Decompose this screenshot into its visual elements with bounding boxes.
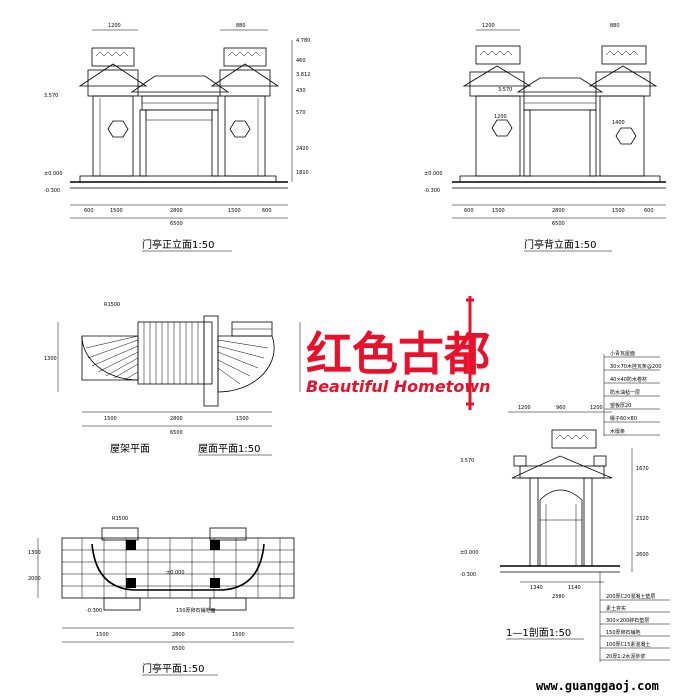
back-label-2: 1200 xyxy=(494,114,507,120)
front-level-top: 4.780 xyxy=(296,38,310,44)
section-bottom-dim-3: 2380 xyxy=(552,594,565,600)
front-dim-5: 600 xyxy=(262,208,272,214)
note-bottom-5: 100厚C15素混凝土 xyxy=(606,641,650,648)
roof-dim-1: 1500 xyxy=(104,416,117,422)
note-top-3: 40×40防水卷材 xyxy=(610,376,647,383)
back-dim-4: 1500 xyxy=(612,208,625,214)
front-elevation-title: 门亭正立面1:50 xyxy=(142,238,214,251)
note-bottom-4: 150厚卵石铺地 xyxy=(606,629,641,636)
note-top-4: 防水油毡一层 xyxy=(610,389,640,396)
roof-left-dim: 1300 xyxy=(44,356,57,362)
front-elevation-dimensions: 600 1500 2800 1500 600 6500 1200 880 4.7… xyxy=(44,23,310,252)
front-dim-3: 2800 xyxy=(170,208,183,214)
roof-total: 6500 xyxy=(170,430,183,436)
section-right-dim-3: 2600 xyxy=(636,552,649,558)
note-top-2: 30×70木挂瓦条@200 xyxy=(610,363,661,370)
section-top-dim-1: 1200 xyxy=(518,405,531,411)
note-bottom-3: 300×200碎石垫层 xyxy=(606,617,649,624)
back-top-dim-2: 880 xyxy=(610,23,620,29)
front-dim-2: 1500 xyxy=(110,208,123,214)
back-elevation-dimensions: 1200 880 3.570 1200 1400 ±0.000 -0.300 6… xyxy=(424,23,666,252)
section-level-zero: ±0.000 xyxy=(460,550,479,556)
floor-paving-note: 150厚卵石铺地面 xyxy=(176,607,216,614)
floor-plan xyxy=(61,527,295,611)
watermark: 红色古都 Beautiful Hometown xyxy=(306,296,491,410)
front-elevation xyxy=(70,47,288,189)
floor-plan-dimensions: R1500 ±0.000 150厚卵石铺地面 -0.300 1300 2000 … xyxy=(28,516,294,676)
back-elevation-title: 门亭背立面1:50 xyxy=(524,238,596,251)
front-right-dim-1: 460 xyxy=(296,58,306,64)
roof-plan-radius: R1500 xyxy=(104,302,120,308)
front-right-dim-5: 1810 xyxy=(296,170,309,176)
back-total: 6500 xyxy=(552,221,565,227)
back-dim-3: 2800 xyxy=(552,208,565,214)
roof-frame-title: 屋架平面 xyxy=(110,443,150,455)
back-level-zero: ±0.000 xyxy=(424,171,443,177)
section-bottom-dim-2: 1140 xyxy=(568,585,581,591)
front-level-left: 3.570 xyxy=(44,93,58,99)
back-elevation xyxy=(452,45,666,189)
watermark-flourish xyxy=(466,296,474,410)
front-top-dim-2: 880 xyxy=(236,23,246,29)
front-level-zero: ±0.000 xyxy=(44,171,63,177)
section-top-notes: 小青瓦屋面 30×70木挂瓦条@200 40×40防水卷材 防水油毡一层 望板厚… xyxy=(604,350,661,436)
site-url: www.guanggaoj.com xyxy=(536,679,659,693)
roof-dim-2: 2800 xyxy=(170,416,183,422)
floor-dim-1: 1500 xyxy=(96,632,109,638)
section-top-dim-2: 960 xyxy=(556,405,566,411)
note-top-6: 椽子60×80 xyxy=(610,415,637,422)
note-top-5: 望板厚20 xyxy=(610,402,631,409)
section-1-1 xyxy=(500,429,620,573)
front-right-dim-4: 2420 xyxy=(296,146,309,152)
section-bottom-dim-1: 1340 xyxy=(530,585,543,591)
note-top-1: 小青瓦屋面 xyxy=(610,350,635,357)
front-total: 6500 xyxy=(170,221,183,227)
back-level-minus: -0.300 xyxy=(424,188,440,194)
back-label-1: 3.570 xyxy=(498,87,512,93)
floor-plan-title: 门亭平面1:50 xyxy=(142,662,204,675)
front-top-dim-1: 1200 xyxy=(108,23,121,29)
front-level-mid: 3.812 xyxy=(296,72,310,78)
note-bottom-2: 素土夯实 xyxy=(606,605,626,612)
section-top-dim-3: 1200 xyxy=(590,405,603,411)
section-bottom-notes: 200厚C20混凝土垫层 素土夯实 300×200碎石垫层 150厚卵石铺地 1… xyxy=(600,593,670,661)
front-dim-1: 600 xyxy=(84,208,94,214)
back-dim-2: 1500 xyxy=(492,208,505,214)
roof-plan-dimensions: R1500 1300 1500 2800 1500 6500 屋架平面 屋面平面… xyxy=(44,302,301,456)
front-dim-4: 1500 xyxy=(228,208,241,214)
roof-plan xyxy=(81,315,275,407)
floor-dim-3: 1500 xyxy=(232,632,245,638)
back-dim-5: 600 xyxy=(644,208,654,214)
floor-plan-radius: R1500 xyxy=(112,516,128,522)
front-right-dim-3: 570 xyxy=(296,110,306,116)
section-title: 1—1剖面1:50 xyxy=(506,626,571,639)
section-right-dim-1: 1670 xyxy=(636,466,649,472)
floor-total: 6500 xyxy=(172,646,185,652)
section-right-dim-2: 2320 xyxy=(636,516,649,522)
section-level-minus: -0.300 xyxy=(460,572,476,578)
section-level-top: 3.570 xyxy=(460,458,474,464)
note-bottom-6: 20厚1:2水泥砂浆 xyxy=(606,653,645,660)
floor-left-dim-1: 1300 xyxy=(28,550,41,556)
section-dimensions: 1200 960 1200 3.570 ±0.000 -0.300 1670 2… xyxy=(460,350,670,662)
front-level-minus: -0.300 xyxy=(44,188,60,194)
floor-left-dim-2: 2000 xyxy=(28,576,41,582)
watermark-english: Beautiful Hometown xyxy=(306,377,491,396)
back-dim-1: 600 xyxy=(464,208,474,214)
back-top-dim-1: 1200 xyxy=(482,23,495,29)
floor-dim-2: 2800 xyxy=(172,632,185,638)
note-bottom-1: 200厚C20混凝土垫层 xyxy=(606,593,655,600)
roof-plan-title: 屋面平面1:50 xyxy=(198,443,260,455)
note-top-7: 木檩条 xyxy=(610,428,625,435)
front-right-dim-2: 430 xyxy=(296,88,306,94)
back-label-3: 1400 xyxy=(612,120,625,126)
roof-dim-3: 1500 xyxy=(236,416,249,422)
watermark-chinese: 红色古都 xyxy=(306,327,490,381)
floor-level-minus: -0.300 xyxy=(86,608,102,614)
floor-level-zero: ±0.000 xyxy=(166,570,185,576)
